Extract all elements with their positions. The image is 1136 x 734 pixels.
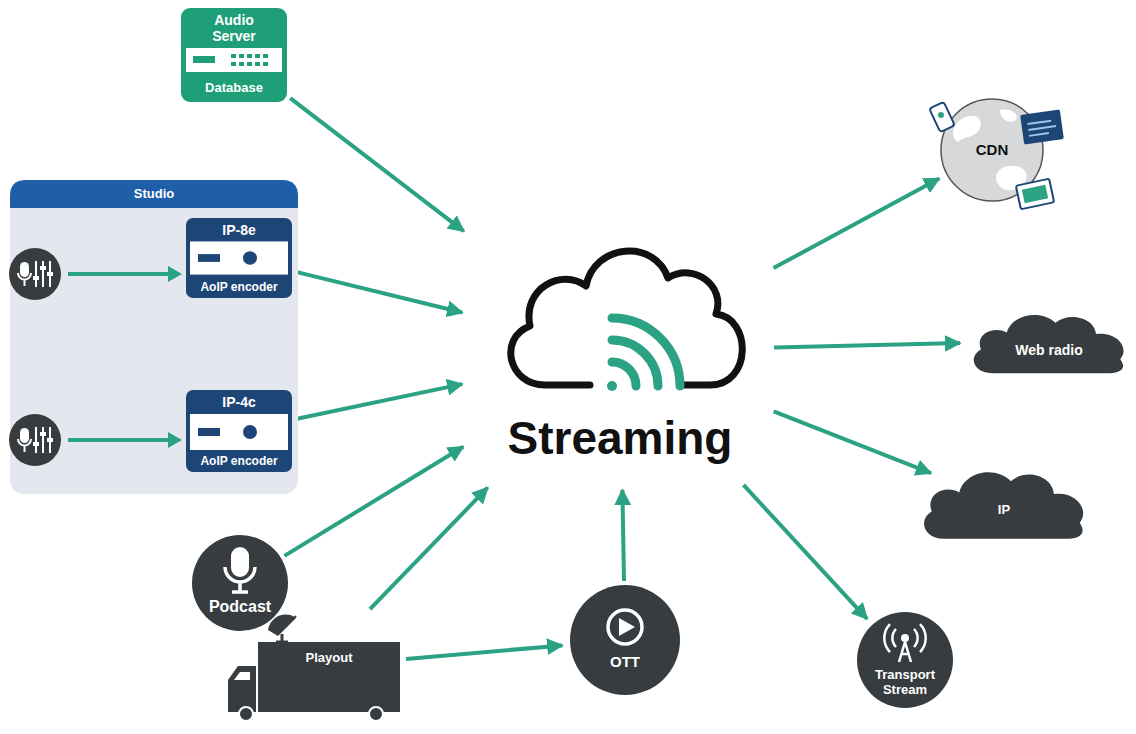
mic-icon [18,439,31,452]
ott-circle: OTT [570,585,680,695]
playout-truck: Playout [226,612,402,722]
antenna-top [901,634,909,642]
encoder-knob [243,251,257,265]
mic-stand [225,567,255,592]
podcast-label: Podcast [196,593,284,619]
signal-arrow [68,272,170,276]
server-slot [193,56,215,63]
antenna-waves [884,624,925,652]
encoder-label: AoIP encoder [188,450,290,472]
truck-wheel [239,707,253,721]
flow-arrow [406,645,562,659]
podcast-circle: Podcast [192,535,288,631]
flow-arrow [774,343,960,347]
satellite-dish [268,614,296,636]
cloud-label: IP [958,490,1050,530]
studio-header [10,180,298,208]
ott-label: OTT [580,649,670,675]
flow-arrow [370,488,488,609]
cloud-outline [511,251,743,385]
truck-wheel [369,707,383,721]
mic-icon [20,428,29,443]
antenna-mast [899,642,911,662]
device-screen [1020,109,1064,144]
encoder-body [186,390,292,472]
studio-band: IP-8eAoIP encoderIP-4cAoIP encoderStudio [10,180,298,494]
flow-arrow [622,490,624,581]
streaming-hub: Streaming [470,220,770,482]
encoder-front [190,414,288,450]
flow-arrow [296,272,462,313]
transport-circle: Transport Stream [857,612,953,708]
encoder-body [186,218,292,298]
fader-knob [33,442,39,446]
fader-knob [47,438,53,442]
signal-arrowhead [168,432,182,448]
mic-icon [192,535,288,631]
signal-arrow [68,438,170,442]
truck-label: Playout [260,646,398,670]
web-radio-cloud: Web radio [968,306,1130,376]
fader-knob [40,432,46,436]
mic-icon [18,273,31,286]
server-title: Audio Server [195,10,273,46]
cloud-label: Web radio [988,330,1110,370]
device-tablet [1016,179,1054,210]
encoder-front [190,241,288,274]
encoder-model: IP-8e [188,218,290,242]
mic-head [231,547,249,577]
mic-icon [20,262,29,277]
cloud-shape [968,306,1130,376]
truck-window [234,672,250,680]
dish-feed [286,616,296,626]
ip-cloud: IP [918,462,1090,542]
wifi-dot [607,381,617,391]
wifi-arcs [612,318,680,386]
mixer-circle [9,414,61,466]
flow-arrow [774,179,940,269]
server-leds [231,54,268,66]
encoder-box: IP-4cAoIP encoder [186,390,292,472]
fader-knob [47,272,53,276]
encoder-slot [198,428,220,436]
truck-body [258,642,400,712]
encoder-slot [198,254,220,262]
truck-illustration [226,612,402,722]
encoder-knob [243,425,257,439]
flow-arrow [296,384,462,419]
flow-arrow [744,485,868,619]
cdn-globe: CDN [940,98,1044,202]
cloud-fill [974,315,1124,373]
studio-title: Studio [30,180,278,208]
server-label: Database [185,74,283,100]
play-ring [608,610,642,644]
encoder-box: IP-8eAoIP encoder [186,218,292,298]
play-triangle [619,618,635,636]
mixer-circle [9,248,61,300]
truck-cab [228,666,256,712]
server-front [186,48,282,72]
cdn-label: CDN [962,136,1022,164]
flow-arrow [290,98,464,231]
signal-arrowhead [168,266,182,282]
hub-title: Streaming [470,408,770,468]
encoder-model: IP-4c [188,390,290,414]
device-phone [929,102,954,132]
fader-knob [33,276,39,280]
transport-label: Transport Stream [865,664,945,700]
globe-land [953,110,1027,191]
cloud-fill [924,472,1083,539]
fader-knob [40,266,46,270]
encoder-label: AoIP encoder [188,276,290,298]
play-icon [570,585,680,695]
server-box: Audio ServerDatabase [181,8,287,102]
flow-arrow [774,411,931,473]
